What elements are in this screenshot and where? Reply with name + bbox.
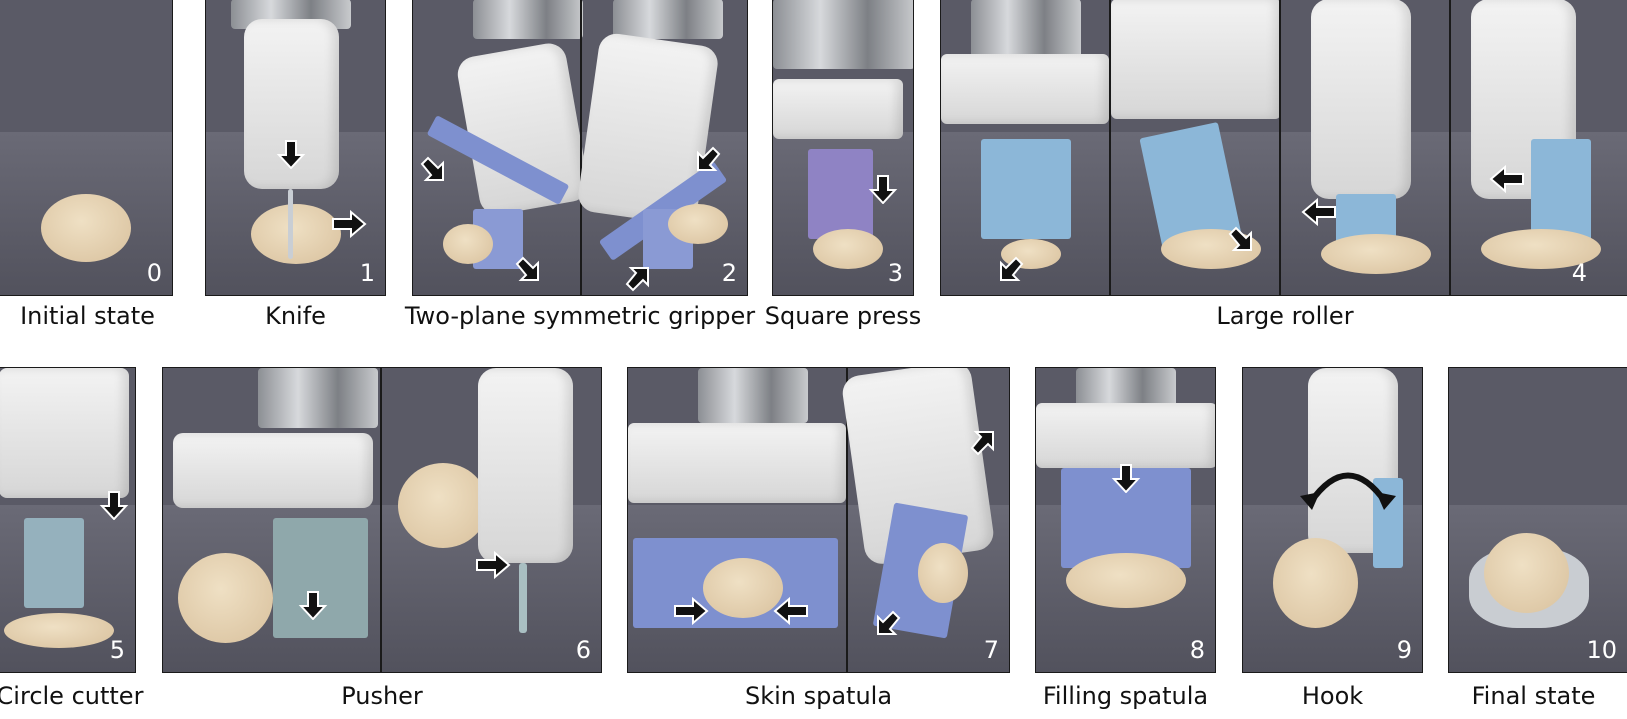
arrow-down-icon bbox=[1111, 464, 1141, 493]
panel-number: 3 bbox=[887, 259, 903, 287]
dough-ball bbox=[1481, 229, 1601, 269]
robot-gripper-head bbox=[773, 79, 903, 139]
arrow-diagonal-down-right-icon bbox=[515, 256, 539, 281]
caption-knife: Knife bbox=[265, 302, 326, 330]
robot-gripper-head bbox=[941, 54, 1109, 124]
dumpling bbox=[1273, 538, 1358, 628]
split-divider bbox=[580, 0, 582, 295]
image-panel-knife: 1 bbox=[205, 0, 386, 296]
image-panel-filling-spatula: 8 bbox=[1035, 367, 1216, 673]
robot-gripper-head bbox=[1111, 0, 1281, 119]
dough-ball bbox=[443, 224, 493, 264]
split-divider bbox=[846, 368, 848, 672]
panel-number: 4 bbox=[1571, 259, 1587, 287]
arrow-diagonal-down-left-icon bbox=[1000, 256, 1024, 281]
arrow-right-icon bbox=[674, 596, 709, 626]
caption-circle-cutter: Circle cutter bbox=[0, 682, 144, 710]
square-press-tool bbox=[808, 149, 873, 239]
dough-sheet bbox=[4, 613, 114, 648]
panel-number: 8 bbox=[1189, 636, 1205, 664]
arrow-right-icon bbox=[332, 209, 367, 239]
robot-gripper-head bbox=[173, 433, 373, 508]
arrow-down-icon bbox=[99, 491, 129, 520]
panel-number: 7 bbox=[983, 636, 999, 664]
image-panel-circle-cutter: 5 bbox=[0, 367, 136, 673]
dough-sheet bbox=[703, 558, 783, 618]
caption-square-press: Square press bbox=[764, 302, 922, 330]
arrow-down-icon bbox=[868, 175, 898, 204]
arrow-diagonal-down-left-icon bbox=[877, 610, 901, 635]
arrow-diagonal-down-right-icon bbox=[1228, 226, 1252, 251]
robot-flange bbox=[613, 0, 723, 39]
robot-flange bbox=[698, 368, 808, 423]
robot-gripper-head bbox=[0, 368, 129, 498]
caption-filling-spatula: Filling spatula bbox=[1042, 682, 1209, 710]
arrow-left-icon bbox=[773, 596, 808, 626]
robot-gripper-head bbox=[628, 423, 846, 503]
image-panel-hook: 9 bbox=[1242, 367, 1423, 673]
panel-number: 2 bbox=[721, 259, 737, 287]
robot-flange bbox=[473, 0, 583, 39]
dough-ball bbox=[251, 204, 341, 264]
pusher-blade bbox=[519, 563, 527, 633]
panel-number: 5 bbox=[109, 636, 125, 664]
image-panel-pusher: 6 bbox=[162, 367, 602, 673]
robot-gripper-head bbox=[478, 368, 573, 563]
arrow-diagonal-up-right-icon bbox=[625, 267, 649, 292]
image-panel-skin-spatula: 7 bbox=[627, 367, 1010, 673]
robot-flange bbox=[258, 368, 378, 428]
split-divider bbox=[1109, 0, 1111, 295]
pusher-tool bbox=[273, 518, 368, 638]
split-divider bbox=[1449, 0, 1451, 295]
dumpling bbox=[1484, 533, 1569, 613]
dough-ball bbox=[41, 194, 131, 262]
arrow-left-icon bbox=[1301, 197, 1336, 227]
arrow-down-icon bbox=[276, 140, 306, 169]
caption-final-state: Final state bbox=[1471, 682, 1596, 710]
dough-ball bbox=[1321, 234, 1431, 274]
robot-flange bbox=[1076, 368, 1176, 408]
split-divider bbox=[380, 368, 382, 672]
dough-sheet bbox=[1066, 553, 1186, 608]
image-panel-two-plane-gripper: 2 bbox=[412, 0, 748, 296]
robot-flange bbox=[773, 0, 913, 69]
panel-number: 6 bbox=[575, 636, 591, 664]
split-divider bbox=[1279, 0, 1281, 295]
robot-gripper-head bbox=[1311, 0, 1411, 199]
caption-large-roller: Large roller bbox=[1216, 302, 1354, 330]
panel-number: 1 bbox=[359, 259, 375, 287]
arrow-down-icon bbox=[298, 591, 328, 620]
arrow-right-icon bbox=[476, 550, 511, 580]
image-panel-large-roller: 4 bbox=[940, 0, 1627, 296]
arrow-left-icon bbox=[1489, 164, 1524, 194]
robot-flange bbox=[971, 0, 1081, 59]
caption-pusher: Pusher bbox=[341, 682, 423, 710]
arrow-rotate-icon bbox=[1300, 472, 1396, 510]
panel-number: 0 bbox=[146, 259, 162, 287]
arrow-diagonal-down-right-icon bbox=[420, 156, 444, 181]
dough-ball bbox=[668, 204, 728, 244]
image-panel-initial-state: 0 bbox=[0, 0, 173, 296]
dough-sheet bbox=[398, 463, 488, 548]
image-panel-square-press: 3 bbox=[772, 0, 914, 296]
caption-two-plane-gripper: Two-plane symmetric gripper bbox=[404, 302, 756, 330]
arrow-diagonal-up-right-icon bbox=[970, 431, 994, 456]
dough-ball bbox=[813, 229, 883, 269]
robot-gripper-head bbox=[1036, 403, 1215, 468]
roller-tool bbox=[981, 139, 1071, 239]
dough-sheet bbox=[178, 553, 273, 643]
image-panel-final-state: 10 bbox=[1448, 367, 1627, 673]
caption-initial-state: Initial state bbox=[20, 302, 155, 330]
arrow-diagonal-down-left-icon bbox=[697, 146, 721, 171]
panel-number: 10 bbox=[1586, 636, 1617, 664]
dough-sheet bbox=[918, 543, 968, 603]
knife-blade bbox=[288, 189, 293, 259]
circle-cutter-tool bbox=[24, 518, 84, 608]
caption-hook: Hook bbox=[1301, 682, 1364, 710]
panel-number: 9 bbox=[1396, 636, 1412, 664]
caption-skin-spatula: Skin spatula bbox=[744, 682, 893, 710]
